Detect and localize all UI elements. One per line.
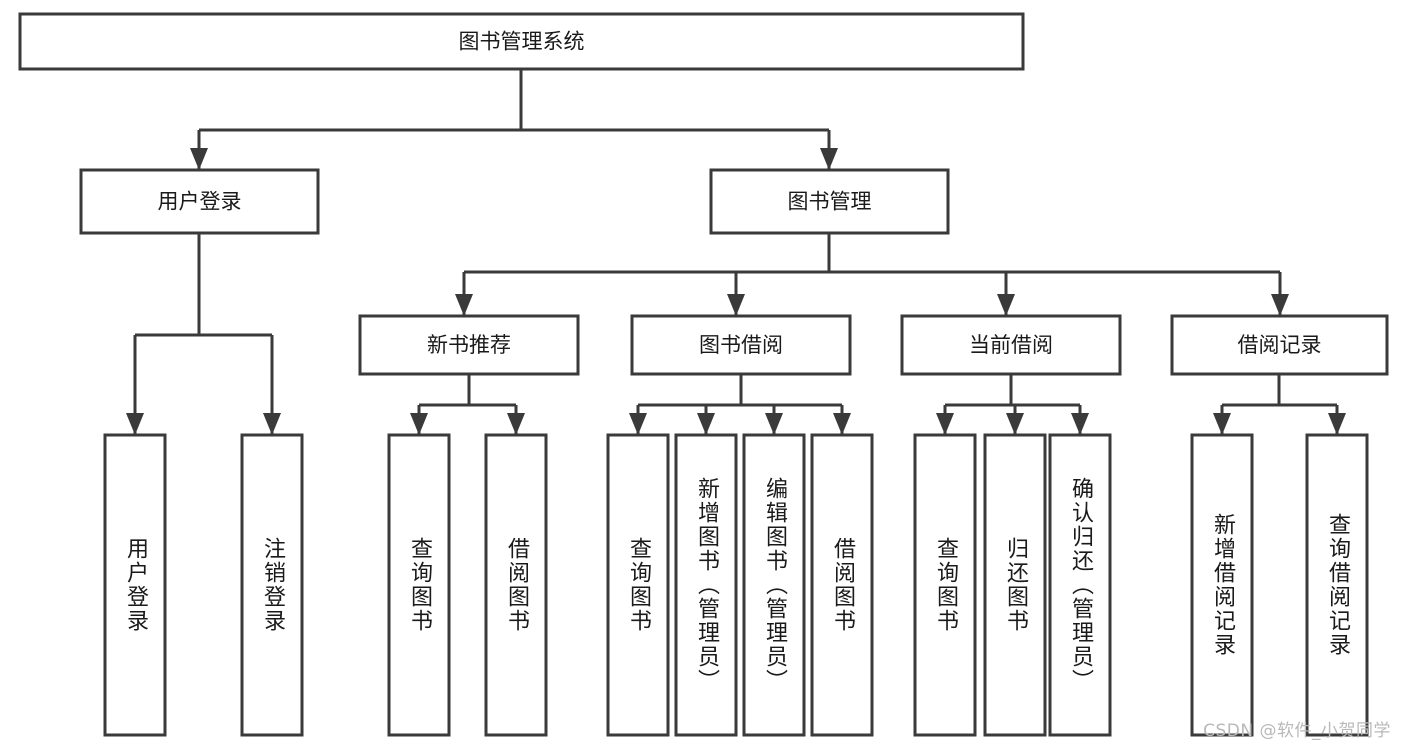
node-box-leaf-edit-book[interactable] [742, 433, 806, 737]
node-label-book-borrow: 图书借阅 [699, 333, 783, 357]
arrow-user-child-1 [263, 413, 281, 435]
arrow-root-child-0 [190, 148, 208, 170]
arrow-group-child-0-1 [507, 413, 525, 435]
arrow-group-child-1-1 [697, 413, 715, 435]
node-box-current-borrow[interactable] [900, 314, 1122, 376]
node-box-leaf-logout[interactable] [240, 433, 304, 737]
node-box-leaf-query-book-1[interactable] [387, 433, 451, 737]
node-box-book-manage[interactable] [709, 168, 950, 235]
node-box-new-book-rec[interactable] [358, 314, 580, 376]
node-box-leaf-add-record[interactable] [1190, 433, 1254, 737]
node-label-new-book-rec: 新书推荐 [427, 333, 511, 357]
arrow-group-child-1-3 [833, 413, 851, 435]
node-label-borrow-record: 借阅记录 [1238, 333, 1322, 357]
node-box-leaf-return-book[interactable] [983, 433, 1047, 737]
node-label-root: 图书管理系统 [459, 30, 585, 54]
watermark-text: CSDN @软件_小贺同学 [1203, 721, 1391, 741]
arrow-manage-child-0 [455, 294, 473, 316]
connector-layer [126, 69, 1346, 435]
arrow-manage-child-1 [727, 294, 745, 316]
node-box-leaf-user-login[interactable] [103, 433, 167, 737]
arrow-group-child-2-0 [936, 413, 954, 435]
arrow-group-child-3-1 [1328, 413, 1346, 435]
arrow-manage-child-3 [1271, 294, 1289, 316]
node-box-user-login[interactable] [79, 168, 320, 235]
arrow-group-child-2-2 [1071, 413, 1089, 435]
node-label-current-borrow: 当前借阅 [969, 333, 1053, 357]
node-box-borrow-record[interactable] [1170, 314, 1389, 376]
box-layer [18, 12, 1389, 737]
arrow-group-child-2-1 [1006, 413, 1024, 435]
node-label-user-login: 用户登录 [158, 190, 242, 214]
node-box-book-borrow[interactable] [630, 314, 852, 376]
arrow-group-child-1-0 [629, 413, 647, 435]
arrow-group-child-1-2 [765, 413, 783, 435]
node-box-leaf-query-record[interactable] [1305, 433, 1369, 737]
arrow-user-child-0 [126, 413, 144, 435]
node-box-leaf-query-book-2[interactable] [606, 433, 670, 737]
arrow-manage-child-2 [997, 294, 1015, 316]
node-box-leaf-borrow-book-2[interactable] [810, 433, 874, 737]
node-box-root[interactable] [18, 12, 1025, 71]
arrow-group-child-0-0 [410, 413, 428, 435]
node-box-leaf-query-book-3[interactable] [913, 433, 977, 737]
node-box-leaf-confirm-return[interactable] [1048, 433, 1112, 737]
arrow-root-child-1 [820, 148, 838, 170]
node-box-leaf-add-book[interactable] [674, 433, 738, 737]
node-box-leaf-borrow-book-1[interactable] [484, 433, 548, 737]
node-label-book-manage: 图书管理 [788, 190, 872, 214]
arrow-group-child-3-0 [1213, 413, 1231, 435]
